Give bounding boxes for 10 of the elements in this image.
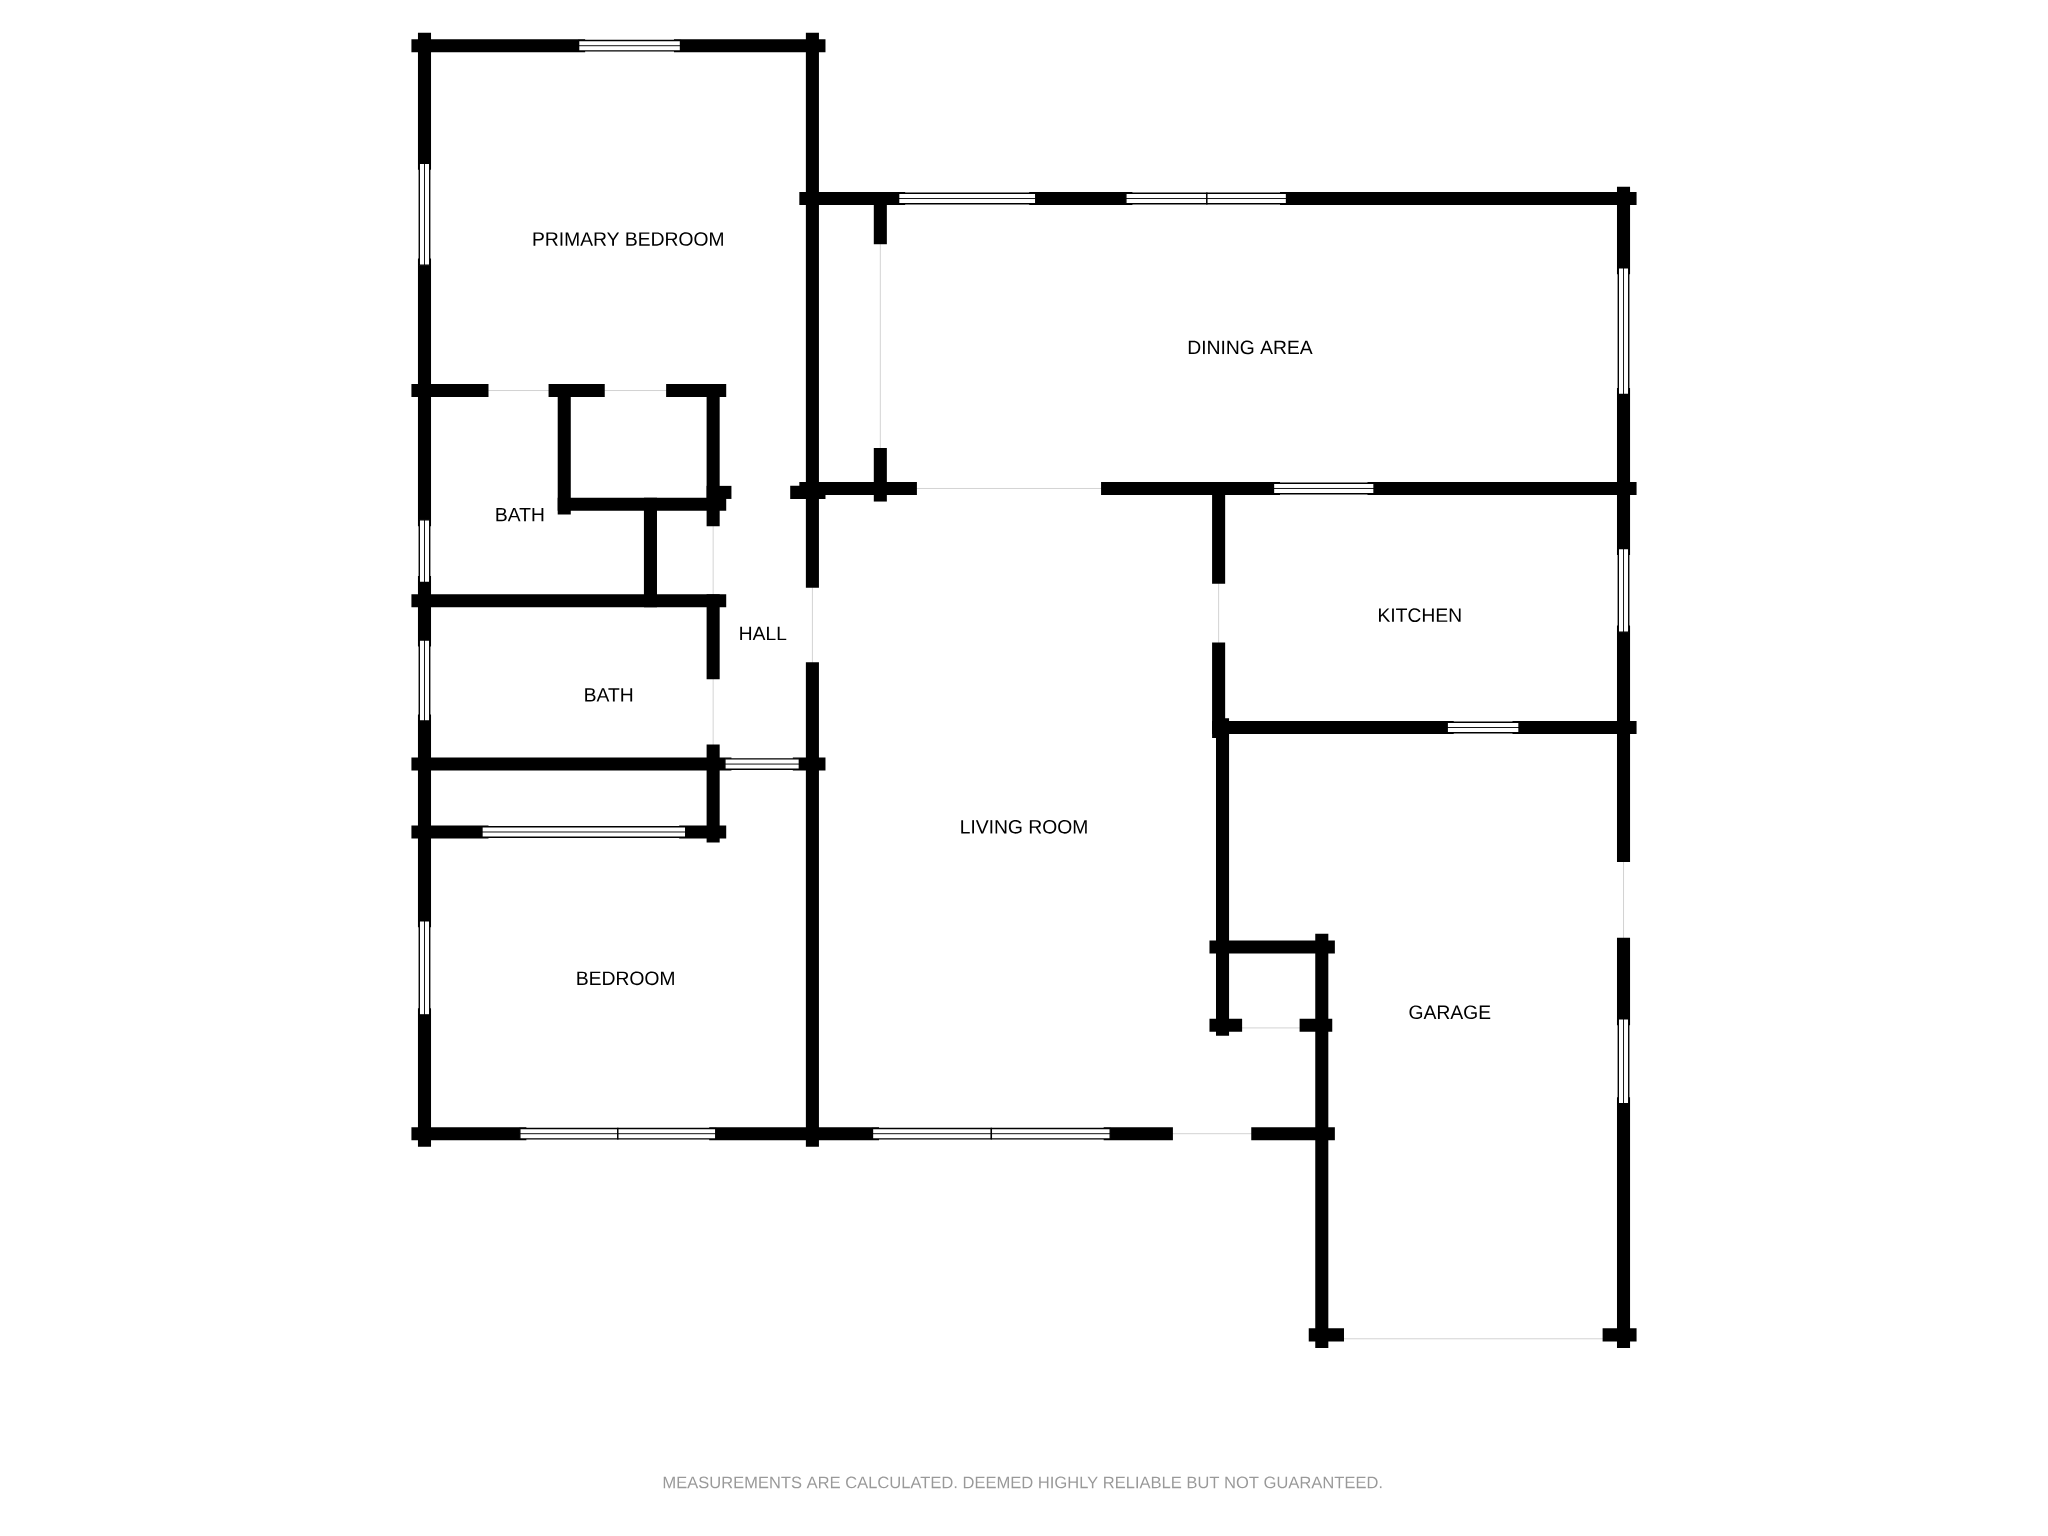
room-label: LIVING ROOM (961, 819, 1087, 834)
room-label: DINING AREA (1188, 340, 1313, 355)
disclaimer-text: MEASUREMENTS ARE CALCULATED. DEEMED HIGHLY RELIABLE BUT NOT GUARANTEED. (663, 1476, 1382, 1489)
room-label: BEDROOM (577, 971, 674, 986)
room-label: HALL (740, 626, 787, 641)
room-label: BATH (585, 688, 633, 702)
room-label: BATH (496, 508, 544, 522)
room-label: KITCHEN (1379, 608, 1461, 623)
room-label: GARAGE (1409, 1005, 1491, 1020)
room-label: PRIMARY BEDROOM (533, 232, 723, 246)
